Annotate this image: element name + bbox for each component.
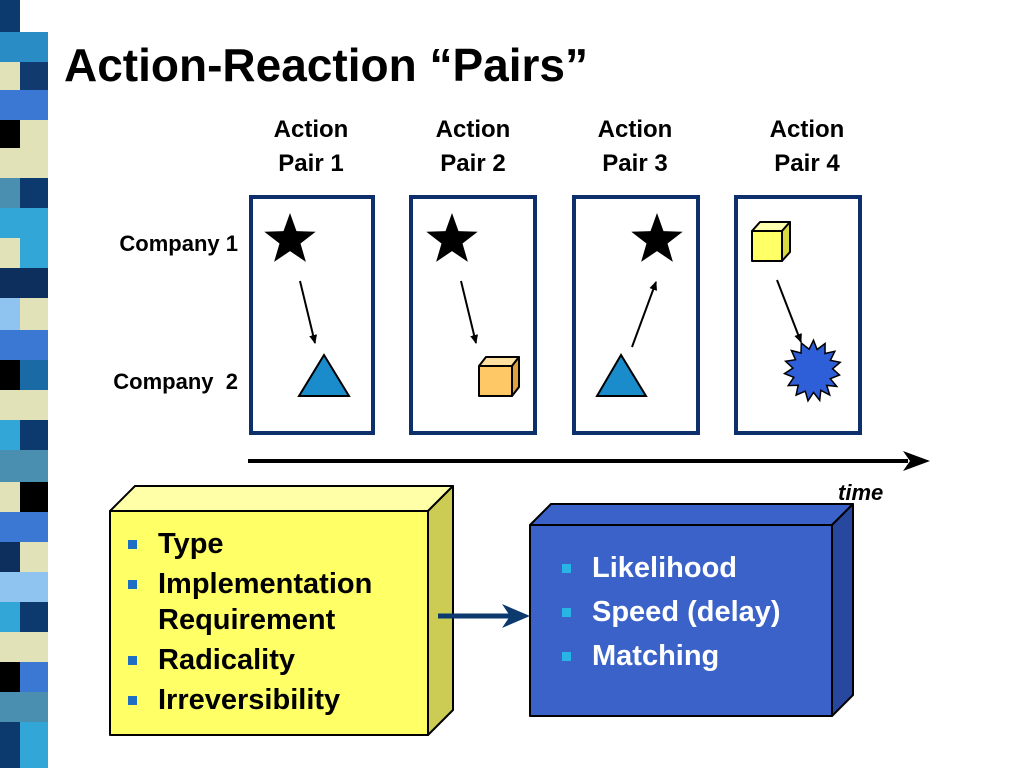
column-header-pair-2: Action Pair 2 [413, 113, 533, 181]
star-icon [426, 213, 478, 262]
list-item: Matching [562, 638, 832, 674]
slide-title: Action-Reaction “Pairs” [64, 39, 588, 91]
time-label: time [838, 480, 884, 505]
list-item: Irreversibility [128, 682, 428, 718]
arrow-pair-3 [631, 281, 657, 348]
square-bullet-icon [128, 540, 137, 549]
time-axis-arrowhead [903, 451, 930, 471]
column-header-pair-1: Action Pair 1 [251, 113, 371, 181]
column-header-line2: Pair 1 [278, 150, 344, 177]
decorative-left-strip [0, 0, 48, 768]
square-bullet-icon [128, 696, 137, 705]
outcomes-box [529, 503, 854, 717]
column-header-line1: Action [597, 116, 673, 143]
list-item: Implementation Requirement [128, 566, 428, 638]
arrow-pair-1 [299, 280, 318, 344]
column-header-line1: Action [769, 116, 845, 143]
list-item-text: Type [158, 528, 224, 560]
list-item-text: Implementation Requirement [158, 568, 373, 636]
list-item: Speed (delay) [562, 594, 832, 630]
list-item-text: Likelihood [592, 552, 737, 584]
square-bullet-icon [562, 652, 571, 661]
connector-arrowhead [502, 604, 530, 628]
triangle-icon [297, 353, 351, 397]
outcomes-list: Likelihood Speed (delay) Matching [562, 550, 832, 682]
attributes-list: Type Implementation Requirement Radicali… [128, 526, 428, 722]
arrow-pair-2 [460, 280, 479, 344]
list-item: Likelihood [562, 550, 832, 586]
column-header-pair-4: Action Pair 4 [747, 113, 867, 181]
list-item-text: Irreversibility [158, 684, 341, 716]
star-icon [264, 213, 316, 262]
list-item-text: Radicality [158, 644, 295, 676]
attributes-box [109, 485, 454, 736]
column-header-line2: Pair 2 [440, 150, 506, 177]
starburst-icon [782, 338, 842, 403]
square-bullet-icon [128, 656, 137, 665]
triangle-icon [595, 353, 648, 397]
column-header-line1: Action [273, 116, 349, 143]
cube-icon [478, 356, 520, 397]
column-header-pair-3: Action Pair 3 [575, 113, 695, 181]
square-bullet-icon [562, 564, 571, 573]
column-header-line2: Pair 3 [602, 150, 668, 177]
row-label-company-2: Company 2 [113, 369, 238, 394]
column-header-line2: Pair 4 [774, 150, 840, 177]
row-label-company-1: Company 1 [119, 231, 238, 256]
list-item-text: Matching [592, 640, 720, 672]
list-item-text: Speed (delay) [592, 596, 781, 628]
square-bullet-icon [562, 608, 571, 617]
list-item: Type [128, 526, 428, 562]
list-item: Radicality [128, 642, 428, 678]
square-bullet-icon [128, 580, 137, 589]
star-icon [631, 213, 683, 262]
cube-icon [751, 221, 791, 262]
column-header-line1: Action [435, 116, 511, 143]
arrow-pair-4 [776, 279, 802, 343]
